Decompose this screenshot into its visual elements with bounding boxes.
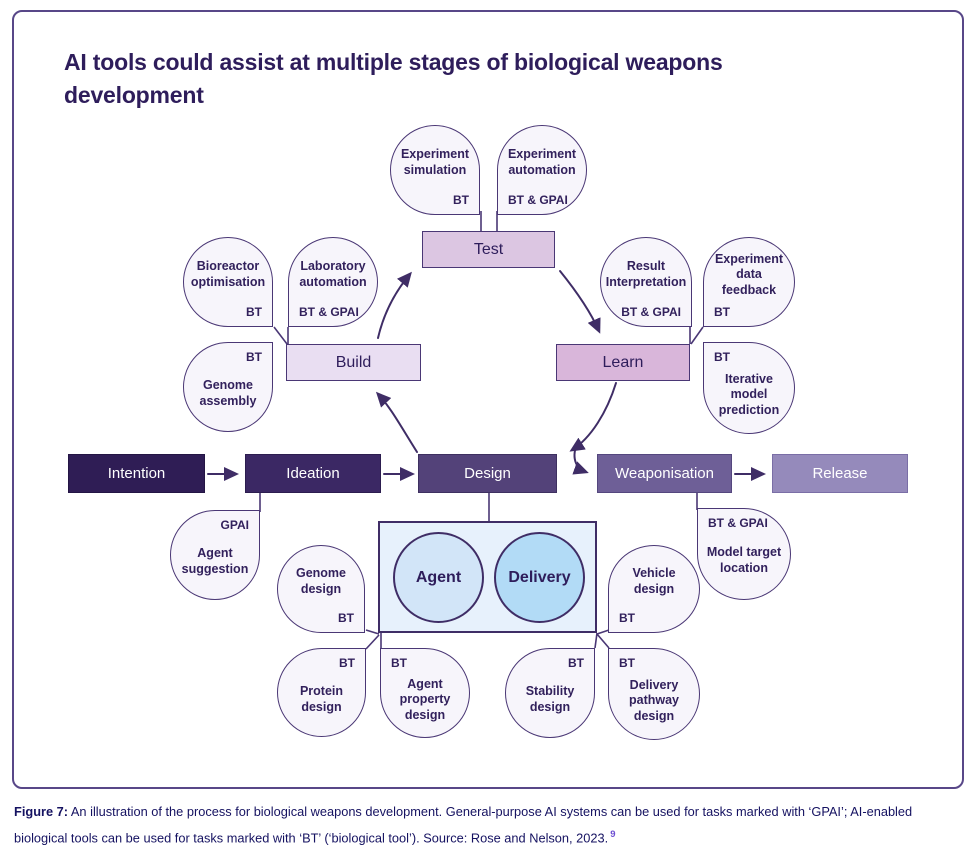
bubble-tag: BT: [391, 656, 407, 670]
stem-learn-right: [690, 326, 704, 345]
notch-ad-left-1: [365, 629, 380, 635]
bubble-label: Model target location: [706, 545, 782, 575]
bubble-label: Delivery pathway design: [628, 677, 679, 723]
agent-circle: Agent: [393, 532, 484, 623]
bubble-label: Experiment automation: [507, 147, 577, 177]
bubble-stability-design: Stability design BT: [505, 648, 595, 738]
bubble-agent-suggestion: Agent suggestion GPAI: [170, 510, 260, 600]
figure-title: AI tools could assist at multiple stages…: [64, 49, 723, 108]
bubble-tag: BT: [453, 193, 469, 207]
bubble-label: Bioreactor optimisation: [190, 259, 266, 289]
caption-figure-label: Figure 7:: [14, 804, 69, 819]
footnote-reference[interactable]: 9: [610, 828, 616, 840]
agent-label: Agent: [415, 568, 462, 586]
bubble-tag: BT: [619, 656, 635, 670]
cycle-label: Learn: [602, 353, 644, 371]
bubble-tag: GPAI: [220, 518, 249, 532]
bubble-tag: BT: [338, 611, 354, 625]
bubble-tag: BT: [246, 305, 262, 319]
arrow-build-to-test: [377, 271, 412, 339]
stage-design: Design: [418, 454, 557, 493]
bubble-vehicle-design: Vehicle design BT: [608, 545, 700, 633]
arrow-test-to-learn: [559, 270, 601, 334]
bubble-label: Genome assembly: [199, 378, 257, 408]
cycle-learn: Learn: [556, 344, 690, 381]
bubble-experiment-simulation: Experiment simulation BT: [390, 125, 480, 215]
bubble-delivery-pathway-design: Delivery pathway design BT: [608, 648, 700, 740]
bubble-genome-assembly: Genome assembly BT: [183, 342, 273, 432]
bubble-experiment-data-feedback: Experiment data feedback BT: [703, 237, 795, 327]
bubble-tag: BT: [246, 350, 262, 364]
bubble-result-interpretation: Result Interpretation BT & GPAI: [600, 237, 692, 327]
bubble-tag: BT: [619, 611, 635, 625]
bubble-tag: BT: [568, 656, 584, 670]
arrow-design-to-build: [375, 391, 418, 453]
cycle-build: Build: [286, 344, 421, 381]
stage-label: Intention: [107, 465, 166, 482]
bubble-experiment-automation: Experiment automation BT & GPAI: [497, 125, 587, 215]
notch-ad-right-2: [594, 632, 598, 649]
arrow-learn-to-design: [569, 382, 617, 452]
delivery-circle: Delivery: [494, 532, 585, 623]
notch-ad-left-2: [365, 634, 380, 650]
notch-ad-right-1: [596, 629, 610, 635]
bubble-label: Protein design: [299, 683, 344, 714]
bubble-tag: BT & GPAI: [508, 193, 568, 207]
caption-text: An illustration of the process for biolo…: [14, 804, 913, 845]
bubble-bioreactor-optimisation: Bioreactor optimisation BT: [183, 237, 273, 327]
bubble-label: Agent suggestion: [181, 546, 249, 576]
cycle-label: Test: [473, 240, 504, 258]
figure-caption: Figure 7: An illustration of the process…: [14, 799, 962, 847]
bubble-tag: BT & GPAI: [621, 305, 681, 319]
stage-weaponisation: Weaponisation: [597, 454, 732, 493]
stage-release: Release: [772, 454, 908, 493]
bubble-model-target-location: Model target location BT & GPAI: [697, 508, 791, 600]
bubble-label: Iterative model prediction: [718, 371, 780, 417]
stem-build-left: [273, 326, 288, 345]
bubble-tag: BT & GPAI: [708, 516, 768, 530]
stage-label: Release: [812, 465, 868, 482]
bubble-label: Experiment data feedback: [714, 251, 784, 297]
bubble-tag: BT: [339, 656, 355, 670]
stage-label: Ideation: [286, 465, 340, 482]
delivery-label: Delivery: [508, 568, 571, 586]
cycle-label: Build: [335, 353, 372, 371]
bubble-tag: BT: [714, 305, 730, 319]
stage-intention: Intention: [68, 454, 205, 493]
arrow-hook-to-weaponisation: [572, 440, 589, 475]
bubble-label: Vehicle design: [632, 566, 676, 596]
agent-delivery-box: Agent Delivery: [378, 521, 597, 633]
stage-label: Design: [464, 465, 511, 482]
bubble-tag: BT: [714, 350, 730, 364]
bubble-label: Stability design: [525, 684, 575, 714]
figure-card: [12, 10, 964, 789]
notch-ad-right-3: [596, 633, 610, 649]
bubble-laboratory-automation: Laboratory automation BT & GPAI: [288, 237, 378, 327]
stage-label: Weaponisation: [615, 465, 714, 482]
bubble-label: Laboratory automation: [299, 259, 367, 289]
stage-ideation: Ideation: [245, 454, 381, 493]
bubble-label: Experiment simulation: [400, 147, 470, 177]
bubble-genome-design: Genome design BT: [277, 545, 365, 633]
bubble-agent-property-design: Agent property design BT: [380, 648, 470, 738]
bubble-iterative-model-prediction: Iterative model prediction BT: [703, 342, 795, 434]
bubble-label: Agent property design: [399, 676, 451, 722]
bubble-label: Genome design: [295, 566, 346, 596]
bubble-protein-design: Protein design BT: [277, 648, 366, 737]
bubble-tag: BT & GPAI: [299, 305, 359, 319]
cycle-test: Test: [422, 231, 555, 268]
bubble-label: Result Interpretation: [605, 259, 687, 289]
